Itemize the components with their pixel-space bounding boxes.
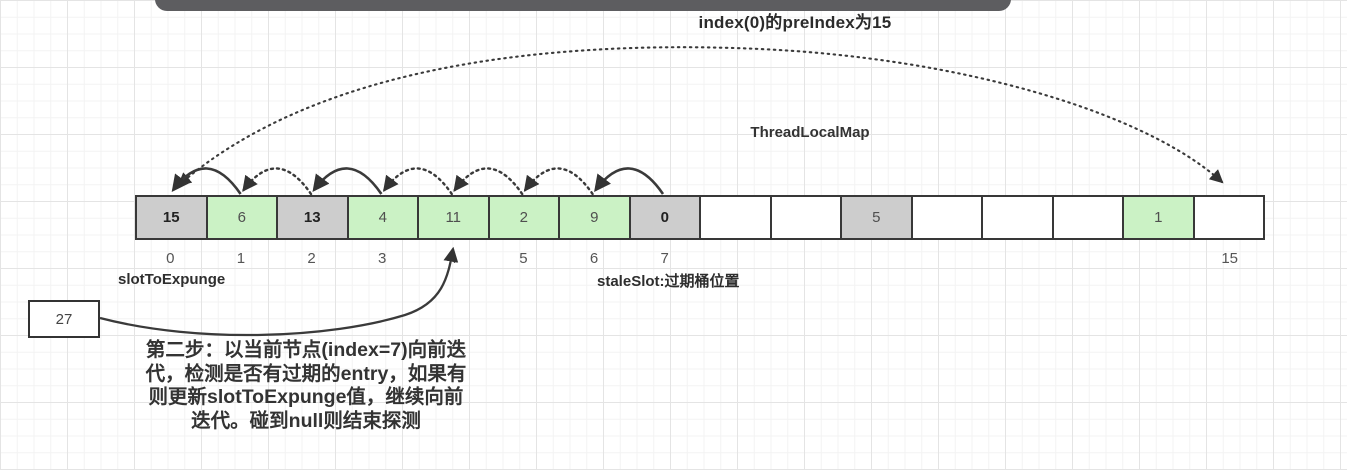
diagram-title: index(0)的preIndex为15 <box>698 13 892 32</box>
wrap-arc-0-to-15 <box>177 46 1224 187</box>
index-label-10 <box>841 250 912 267</box>
arc-1-to-0 <box>171 167 242 195</box>
index-label-11 <box>912 250 983 267</box>
threadlocalmap-label: ThreadLocalMap <box>750 124 870 141</box>
index-label-8 <box>700 250 771 267</box>
index-label-13 <box>1053 250 1124 267</box>
arc-7-to-6 <box>594 167 665 195</box>
adjacent-arcs-group <box>171 167 665 196</box>
pointer-value-box: 27 <box>28 300 100 338</box>
array-cell-6: 9 <box>558 197 629 238</box>
array-cell-15 <box>1192 197 1263 238</box>
arc-5-to-4 <box>453 167 524 196</box>
top-window-bar <box>155 0 1011 11</box>
index-label-12 <box>983 250 1054 267</box>
index-label-6: 6 <box>589 250 599 267</box>
index-label-9 <box>771 250 842 267</box>
array-cell-7: 0 <box>628 197 699 238</box>
array-cell-5: 2 <box>487 197 558 238</box>
index-label-3: 3 <box>378 250 387 267</box>
index-label-7: 7 <box>660 250 669 267</box>
arc-2-to-1 <box>242 167 313 196</box>
arc-4-to-3 <box>382 167 453 196</box>
array-cell-11 <box>910 197 981 238</box>
index-label-row: 0 1 2 3 4 5 6 7 15 <box>135 250 1265 267</box>
slot-to-expunge-label: slotToExpunge <box>118 271 226 288</box>
array-cell-8 <box>699 197 770 238</box>
arc-3-to-2 <box>312 167 383 195</box>
arc-6-to-5 <box>523 167 594 196</box>
index-label-4: 4 <box>448 250 457 267</box>
array-cell-1: 6 <box>205 197 276 238</box>
index-label-1: 1 <box>236 250 246 267</box>
index-label-2: 2 <box>307 250 316 267</box>
array-cell-4: 11 <box>417 197 488 238</box>
array-cell-14: 1 <box>1122 197 1193 238</box>
array-cell-10: 5 <box>840 197 911 238</box>
array-cell-2: 13 <box>276 197 347 238</box>
threadlocalmap-array: 15 6 13 4 11 2 9 0 5 1 <box>135 195 1265 240</box>
stale-slot-label: staleSlot:过期桶位置 <box>597 273 740 290</box>
index-label-0: 0 <box>166 250 175 267</box>
step-description-text: 第二步：以当前节点(index=7)向前迭 代，检测是否有过期的entry，如果… <box>145 339 467 432</box>
array-cell-0: 15 <box>137 197 206 238</box>
index-label-14 <box>1124 250 1195 267</box>
array-cell-9 <box>769 197 840 238</box>
array-cell-13 <box>1051 197 1122 238</box>
array-cell-12 <box>981 197 1052 238</box>
array-cell-3: 4 <box>346 197 417 238</box>
index-label-5: 5 <box>519 250 528 267</box>
index-label-15: 15 <box>1221 250 1239 267</box>
